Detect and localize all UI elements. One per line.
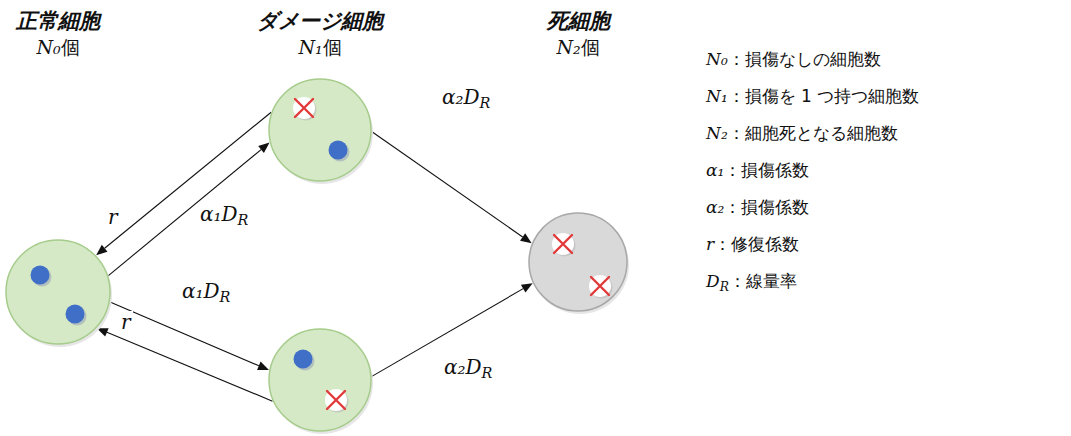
cell-count: N₂個 xyxy=(547,34,610,60)
damage-cross xyxy=(554,235,572,253)
dna-dot xyxy=(329,141,348,160)
cell-heading: ダメージ細胞N₁個 xyxy=(257,8,383,60)
damage-site xyxy=(552,233,574,255)
damage-site xyxy=(325,389,347,411)
symbol-definition: N₁：損傷を 1 つ持つ細胞数 xyxy=(706,85,919,107)
dna-dot xyxy=(294,350,313,369)
cell-heading: 正常細胞N₀個 xyxy=(16,8,100,60)
damage-cross xyxy=(295,99,313,117)
rate-arrow xyxy=(97,328,273,401)
rate-arrow xyxy=(110,302,269,370)
cell-circle: 正常細胞N₀個 xyxy=(5,239,111,345)
cell-circle xyxy=(268,328,372,432)
symbol-definition: DR：線量率 xyxy=(706,270,797,298)
cell-count: N₁個 xyxy=(257,34,383,60)
rate-label: α₂DR xyxy=(440,86,492,114)
cell-body xyxy=(269,79,371,181)
cell-outline xyxy=(268,78,372,182)
damage-site xyxy=(293,97,315,119)
damage-cross xyxy=(591,277,609,295)
rate-label: α₁DR xyxy=(198,203,250,231)
rate-arrow xyxy=(96,112,271,255)
rate-label: r xyxy=(106,206,120,228)
cell-body xyxy=(269,329,371,431)
symbol-definition: N₂：細胞死となる細胞数 xyxy=(706,122,898,144)
cell-heading: 死細胞N₂個 xyxy=(547,8,610,60)
damage-cross xyxy=(327,391,345,409)
dna-dot xyxy=(66,305,85,324)
cell-outline xyxy=(5,239,111,345)
dna-dot xyxy=(31,266,50,285)
symbol-definition: r：修復係数 xyxy=(706,233,799,255)
damage-site xyxy=(589,275,611,297)
cell-type-title: ダメージ細胞 xyxy=(257,8,383,34)
cell-circle: ダメージ細胞N₁個 xyxy=(268,78,372,182)
rate-label: r xyxy=(119,311,133,333)
cell-type-title: 正常細胞 xyxy=(16,8,100,34)
symbol-definition: α₁：損傷係数 xyxy=(706,159,809,181)
cell-count: N₀個 xyxy=(16,34,100,60)
cell-type-title: 死細胞 xyxy=(547,8,610,34)
rate-arrow xyxy=(108,143,269,276)
symbol-definition: α₂：損傷係数 xyxy=(706,196,809,218)
cell-outline xyxy=(268,328,372,432)
rate-label: α₁DR xyxy=(180,280,232,308)
rate-arrow xyxy=(372,132,532,243)
cell-body xyxy=(529,213,627,311)
rate-label: α₂DR xyxy=(442,356,494,384)
cell-body xyxy=(6,240,110,344)
cell-circle: 死細胞N₂個 xyxy=(528,212,628,312)
symbol-definition: N₀：損傷なしの細胞数 xyxy=(706,48,881,70)
cell-outline xyxy=(528,212,628,312)
